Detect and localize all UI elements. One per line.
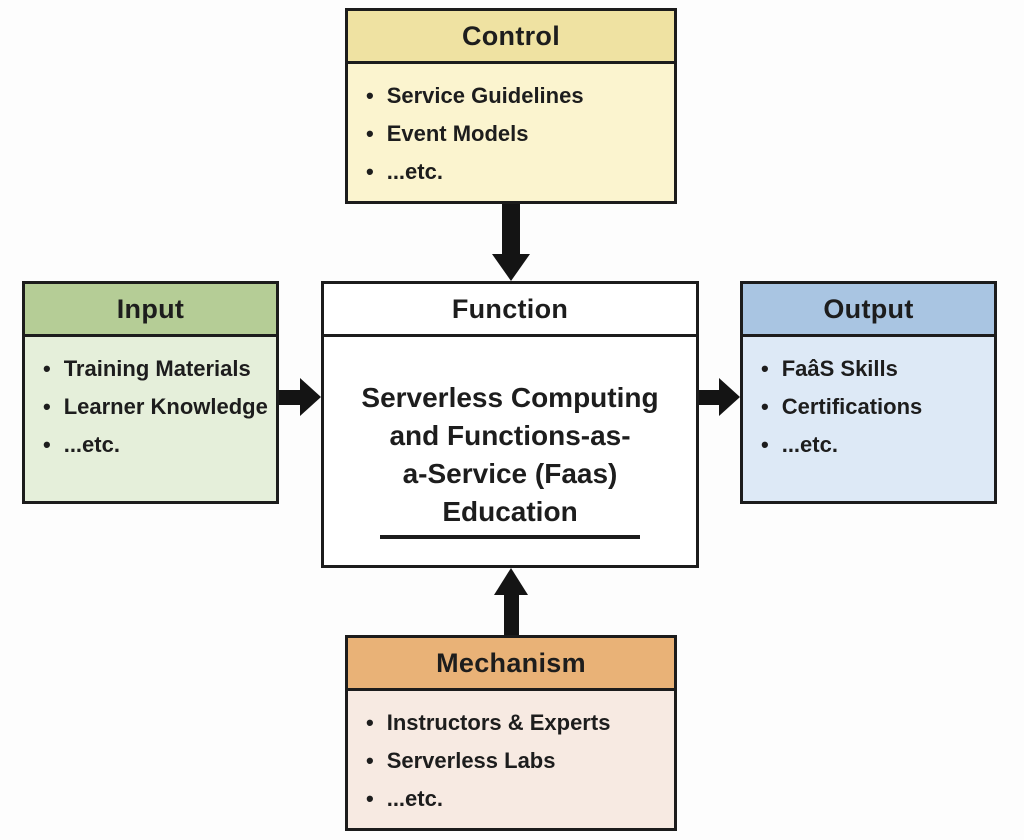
input-box: Input Training Materials Learner Knowled… <box>22 281 279 504</box>
list-item: ...etc. <box>366 780 674 818</box>
mechanism-box: Mechanism Instructors & Experts Serverle… <box>345 635 677 831</box>
list-item: Instructors & Experts <box>366 704 674 742</box>
arrow-right-icon <box>300 378 321 416</box>
output-box: Output FaâS Skills Certifications ...etc… <box>740 281 997 504</box>
input-box-header: Input <box>25 284 276 337</box>
function-text-line: and Functions-as- <box>389 420 631 451</box>
function-text-line: Education <box>442 496 578 527</box>
arrow-up-icon <box>494 568 528 595</box>
list-item: Training Materials <box>43 350 276 388</box>
arrow-right-icon <box>719 378 740 416</box>
mechanism-to-function-arrow <box>494 568 528 635</box>
function-to-output-arrow <box>699 378 740 416</box>
list-item: ...etc. <box>43 426 276 464</box>
list-item: Serverless Labs <box>366 742 674 780</box>
mechanism-box-header: Mechanism <box>348 638 674 691</box>
function-box: Function Serverless Computing and Functi… <box>321 281 699 568</box>
control-box-header: Control <box>348 11 674 64</box>
arrow-down-icon <box>492 254 530 281</box>
arrow-shaft <box>503 595 519 635</box>
control-box: Control Service Guidelines Event Models … <box>345 8 677 204</box>
mechanism-box-list: Instructors & Experts Serverless Labs ..… <box>348 691 674 818</box>
input-box-list: Training Materials Learner Knowledge ...… <box>25 337 276 464</box>
list-item: Learner Knowledge <box>43 388 276 426</box>
function-text-line: Serverless Computing <box>361 382 659 413</box>
control-box-list: Service Guidelines Event Models ...etc. <box>348 64 674 191</box>
list-item: Service Guidelines <box>366 77 674 115</box>
arrow-shaft <box>699 389 719 405</box>
underline-rule <box>380 535 640 539</box>
input-to-function-arrow <box>279 378 321 416</box>
function-box-text: Serverless Computing and Functions-as- a… <box>324 337 696 539</box>
function-box-header: Function <box>324 284 696 337</box>
arrow-shaft <box>279 389 300 405</box>
list-item: FaâS Skills <box>761 350 994 388</box>
control-to-function-arrow <box>492 204 530 281</box>
list-item: Certifications <box>761 388 994 426</box>
list-item: ...etc. <box>761 426 994 464</box>
arrow-shaft <box>502 204 520 254</box>
output-box-list: FaâS Skills Certifications ...etc. <box>743 337 994 464</box>
output-box-header: Output <box>743 284 994 337</box>
list-item: Event Models <box>366 115 674 153</box>
function-text-line: a-Service (Faas) <box>402 458 618 489</box>
list-item: ...etc. <box>366 153 674 191</box>
